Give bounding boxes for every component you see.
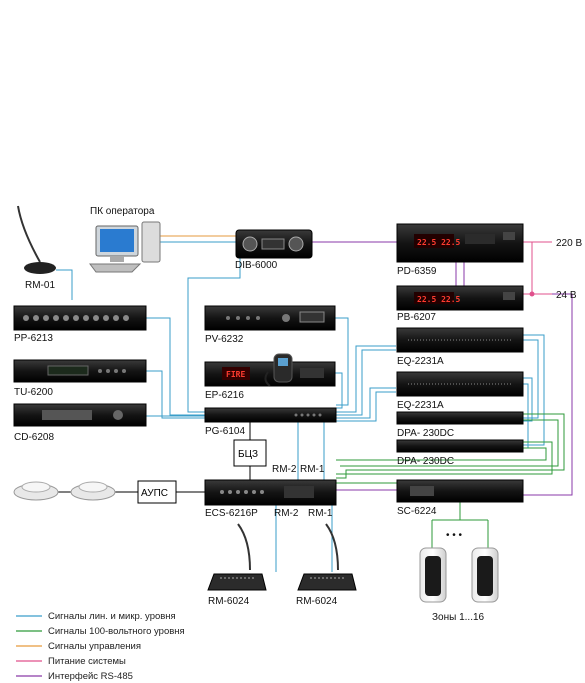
dpa-230dc-label-2: DPA- 230DC <box>397 456 454 467</box>
operator-pc-label: ПК оператора <box>90 206 155 217</box>
eq-2231a-unit-1 <box>396 327 524 353</box>
ep-6216-microphone <box>264 353 293 387</box>
smoke-detector-2 <box>70 481 116 501</box>
rm-2-lower-label: RM-2 <box>274 508 299 519</box>
tu-6200-label: TU-6200 <box>14 387 53 398</box>
pg-6104-unit <box>204 407 337 423</box>
bcz-box <box>233 439 267 467</box>
speaker-zone-16 <box>471 547 499 603</box>
pg-6104-label: PG-6104 <box>205 426 245 437</box>
rm-6024-console-2 <box>297 523 357 591</box>
rm-6024-label-1: RM-6024 <box>208 596 250 607</box>
voltage-220-label: 220 В <box>556 238 582 249</box>
pd-6359-unit: 22.5 22.5 <box>396 223 524 263</box>
eq-2231a-unit-2 <box>396 371 524 397</box>
power-junction <box>529 291 535 297</box>
dib-6000-unit <box>235 229 313 259</box>
ep-6216-unit: FIRE <box>204 361 336 387</box>
fire-display: FIRE <box>226 370 245 379</box>
cd-6208-label: CD-6208 <box>14 432 54 443</box>
pv-6232-unit <box>204 305 336 331</box>
wires <box>56 235 573 572</box>
eq-2231a-label-1: EQ-2231A <box>397 356 444 367</box>
dpa-230dc-label-1: DPA- 230DC <box>397 428 454 439</box>
pb-6207-unit: 22.5 22.5 <box>396 285 524 311</box>
legend-label-1: Сигналы 100-вольтного уровня <box>48 626 185 637</box>
legend: Сигналы лин. и микр. уровня Сигналы 100-… <box>16 611 185 682</box>
rm-01-microphone <box>17 205 56 274</box>
speaker-zone-1 <box>419 547 447 603</box>
operator-pc <box>89 221 161 273</box>
pp-6213-label: PP-6213 <box>14 333 53 344</box>
pv-6232-label: PV-6232 <box>205 334 244 345</box>
pp-6213-unit <box>13 305 147 331</box>
legend-label-3: Питание системы <box>48 656 126 667</box>
smoke-detector-1 <box>13 481 59 501</box>
bcz-label: БЦЗ <box>238 449 258 460</box>
pb-6207-label: PB-6207 <box>397 312 436 323</box>
rm-01-label: RM-01 <box>25 280 55 291</box>
rm-2-upper-label: RM-2 <box>272 464 297 475</box>
voltage-24-label: 24 В <box>556 290 577 301</box>
ecs-6216p-label: ECS-6216P <box>205 508 258 519</box>
legend-label-4: Интерфейс RS-485 <box>48 671 133 682</box>
sc-6224-label: SC-6224 <box>397 506 437 517</box>
zones-dots: • • • <box>446 530 463 541</box>
pd-6359-label: PD-6359 <box>397 266 437 277</box>
ecs-6216p-unit <box>204 479 337 506</box>
legend-label-0: Сигналы лин. и микр. уровня <box>48 611 176 622</box>
rm-1-upper-label: RM-1 <box>300 464 325 475</box>
aups-label: АУПС <box>141 488 168 499</box>
rm-6024-label-2: RM-6024 <box>296 596 338 607</box>
tu-6200-unit <box>13 359 147 383</box>
rm-1-lower-label: RM-1 <box>308 508 333 519</box>
cd-6208-unit <box>13 403 147 427</box>
legend-label-2: Сигналы управления <box>48 641 141 652</box>
rm-6024-console-1 <box>207 523 267 591</box>
ep-6216-label: EP-6216 <box>205 390 244 401</box>
eq-2231a-label-2: EQ-2231A <box>397 400 444 411</box>
dpa-230dc-unit-1 <box>396 411 524 425</box>
svg-text:22.5 22.5: 22.5 22.5 <box>417 295 461 304</box>
dpa-230dc-unit-2 <box>396 439 524 453</box>
svg-text:22.5 22.5: 22.5 22.5 <box>417 238 461 247</box>
sc-6224-unit <box>396 479 524 503</box>
dib-6000-label: DIB-6000 <box>235 260 278 271</box>
zones-label: Зоны 1...16 <box>432 612 485 623</box>
aups-box <box>137 480 177 504</box>
